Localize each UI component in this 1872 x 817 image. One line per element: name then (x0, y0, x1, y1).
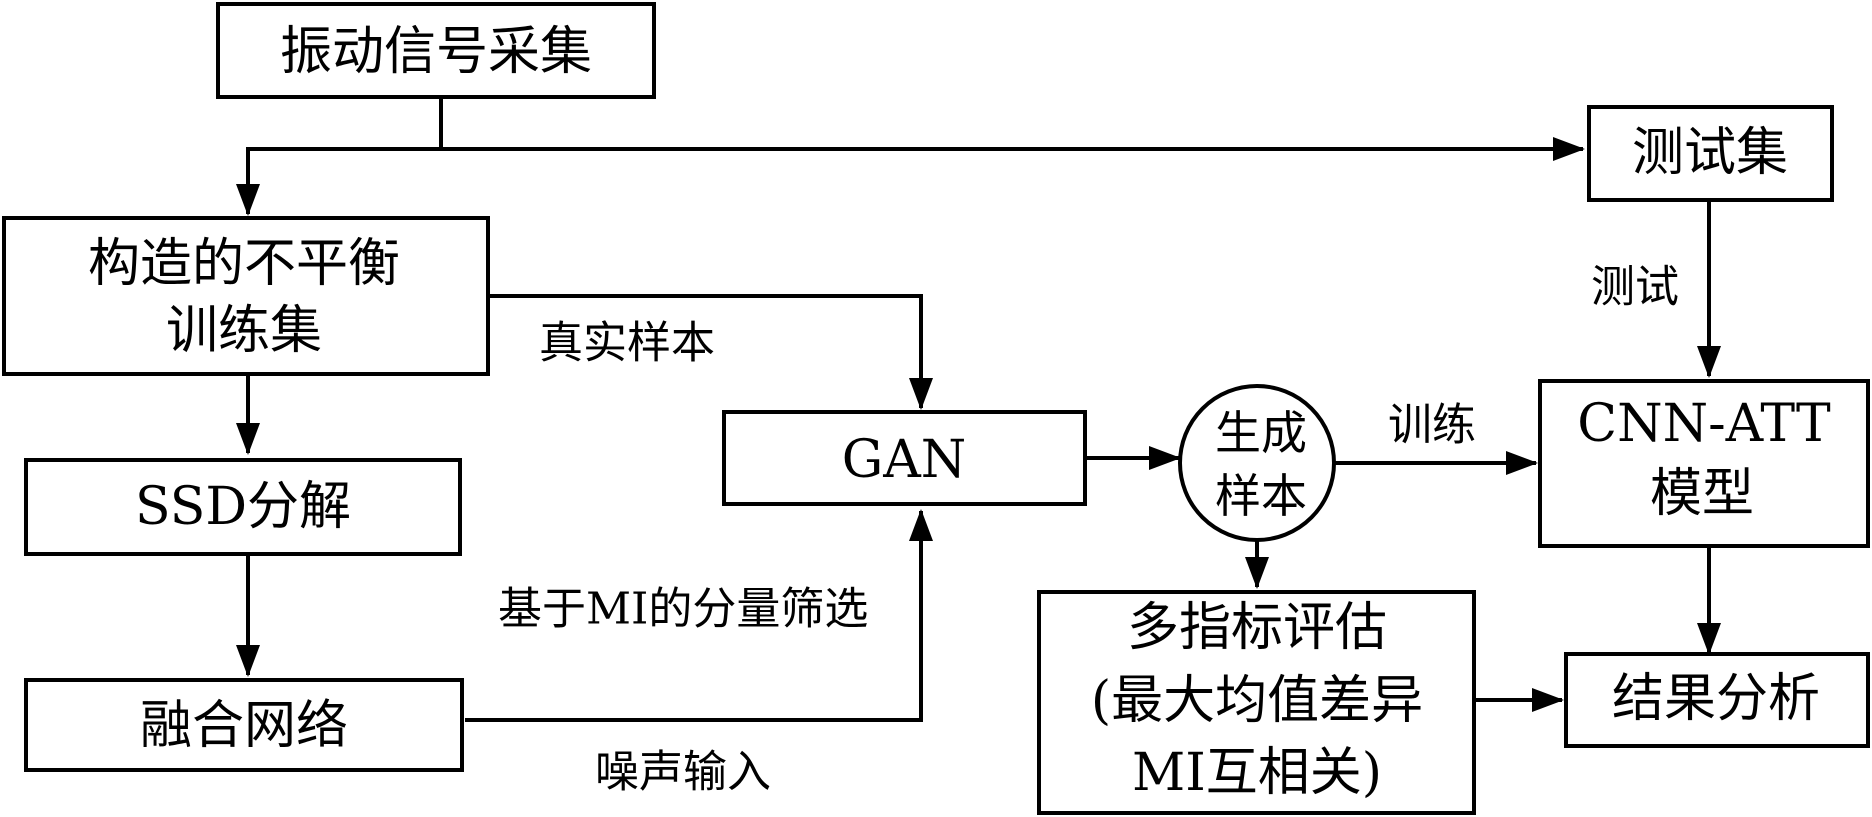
node-imbalanced-line1: 构造的不平衡 (88, 234, 400, 294)
edge-trainset-to-gan (488, 294, 933, 410)
node-multi-metric-eval: 多指标评估 (最大均值差异 MI互相关) (1037, 590, 1476, 815)
label-train: 训练 (1388, 400, 1476, 451)
node-ssd-label: SSD分解 (135, 477, 351, 537)
node-result-label: 结果分析 (1612, 669, 1820, 729)
node-eval-line3: MI互相关) (1132, 743, 1382, 803)
node-acquire: 振动信号采集 (216, 2, 656, 99)
connectors (236, 97, 1721, 722)
node-fusion: 融合网络 (24, 678, 464, 772)
node-eval-line1: 多指标评估 (1127, 598, 1387, 658)
node-cnn-att-model: CNN-ATT 模型 (1538, 379, 1870, 548)
node-gan-label: GAN (842, 430, 967, 490)
node-generated-line1: 生成 (1215, 406, 1307, 460)
node-imbalanced-trainset: 构造的不平衡 训练集 (2, 216, 490, 376)
node-model-line2: 模型 (1650, 464, 1754, 524)
node-test-set: 测试集 (1587, 105, 1834, 202)
node-ssd: SSD分解 (24, 458, 462, 556)
node-generated-line2: 样本 (1215, 469, 1307, 523)
node-test-set-label: 测试集 (1632, 123, 1788, 183)
label-real-samples: 真实样本 (539, 318, 715, 369)
label-noise-input: 噪声输入 (595, 747, 771, 798)
node-gan: GAN (722, 410, 1087, 506)
label-test: 测试 (1591, 262, 1679, 313)
label-mi-selection: 基于MI的分量筛选 (498, 584, 868, 635)
node-generated-samples: 生成 样本 (1178, 384, 1336, 542)
node-imbalanced-line2: 训练集 (166, 301, 322, 361)
node-acquire-label: 振动信号采集 (280, 22, 592, 82)
node-result-analysis: 结果分析 (1564, 652, 1870, 748)
edge-acquire-to-trainset (236, 97, 443, 216)
node-model-line1: CNN-ATT (1577, 394, 1831, 454)
edge-fusion-to-gan (465, 509, 933, 722)
node-eval-line2: (最大均值差异 (1091, 671, 1423, 731)
node-fusion-label: 融合网络 (140, 696, 348, 756)
